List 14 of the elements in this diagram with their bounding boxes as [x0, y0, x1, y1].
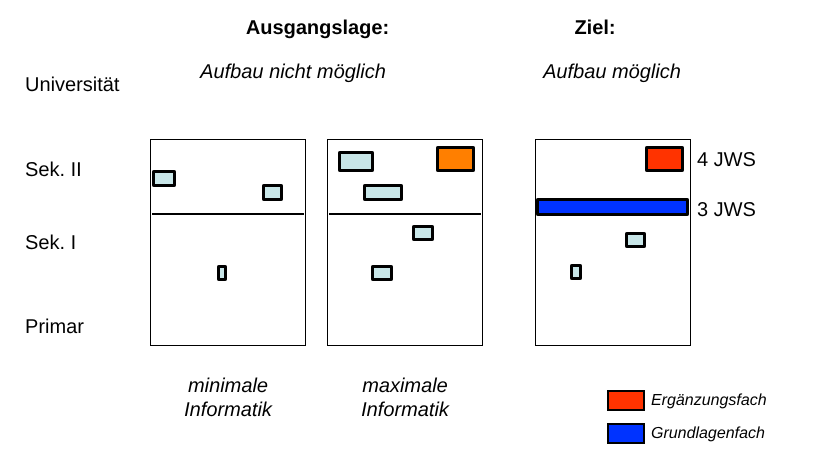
level-label: Sek. I: [25, 231, 76, 255]
column-heading: Ziel:: [573, 16, 617, 40]
note-text: Aufbau möglich: [541, 60, 682, 84]
column-caption: minimale Informatik: [183, 374, 274, 422]
hours-label: 4 JWS: [697, 148, 756, 172]
column-caption: maximale Informatik: [360, 374, 450, 422]
note-text: Aufbau nicht möglich: [198, 60, 387, 84]
hours-label: 3 JWS: [697, 198, 756, 222]
level-label: Universität: [25, 73, 120, 97]
column-heading: Ausgangslage:: [244, 16, 390, 40]
legend-text: Ergänzungsfach: [651, 391, 767, 411]
legend-text: Grundlagenfach: [651, 424, 765, 444]
level-label: Sek. II: [25, 158, 82, 182]
level-label: Primar: [25, 315, 84, 339]
